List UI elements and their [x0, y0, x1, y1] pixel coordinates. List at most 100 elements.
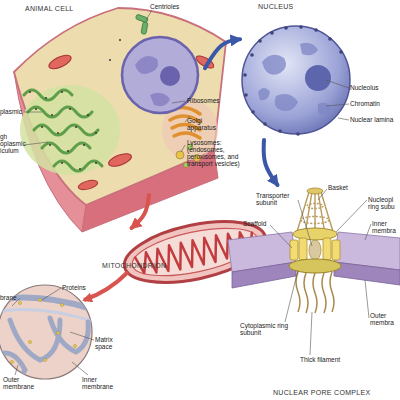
- golgi-apparatus: [174, 133, 200, 138]
- leader-lines: [146, 10, 152, 20]
- leader-lines: [365, 224, 371, 240]
- leader-lines: [42, 288, 61, 300]
- nuclear-pores: [314, 28, 318, 32]
- pore-scaffold: [290, 238, 340, 260]
- leader-lines: [285, 270, 298, 322]
- panel-heading: NUCLEAR PORE COMPLEX: [273, 389, 370, 396]
- small-mitochondria: [77, 179, 98, 192]
- leader-lines: [336, 200, 367, 232]
- nuclear-pores: [284, 26, 288, 30]
- ribosome-dots: [119, 39, 121, 41]
- nucleus-sphere: [242, 26, 350, 134]
- part-label: Nuclear lamina: [350, 116, 400, 123]
- part-label: Chromatin: [350, 100, 400, 107]
- part-label: Outer membrane: [3, 376, 38, 390]
- leader-lines: [181, 145, 185, 152]
- leader-lines: [318, 189, 327, 200]
- leader-lines: [70, 332, 94, 340]
- part-label: Transporter subunit: [256, 192, 301, 206]
- nuclear-envelope: [334, 262, 400, 285]
- nuclear-pores: [339, 50, 343, 54]
- ribosome-dots: [83, 144, 85, 146]
- pore-basket: [301, 217, 329, 224]
- part-label: Proteins: [62, 284, 102, 291]
- ribosome-dots: [49, 144, 51, 146]
- membrane-zoom: [18, 301, 21, 304]
- part-label: Centrioles: [150, 3, 200, 10]
- pore-scaffold: [299, 238, 307, 260]
- nucleus-sphere: [305, 65, 331, 91]
- leader-lines: [15, 365, 18, 375]
- membrane-zoom: [60, 303, 63, 306]
- cytoplasmic-ring: [289, 259, 341, 273]
- panel-heading: ANIMAL CELL: [25, 5, 74, 12]
- centrioles: [141, 22, 148, 35]
- pore-scaffold: [332, 240, 340, 260]
- ribosome-dots: [35, 108, 37, 110]
- lysosomes: [176, 151, 184, 159]
- thick-filaments: [296, 272, 334, 313]
- thick-filaments: [330, 272, 334, 312]
- membrane-zoom: [28, 340, 31, 343]
- leader-lines: [365, 280, 369, 318]
- part-label: Nucleolus: [350, 84, 400, 91]
- nucleus-sphere: [262, 55, 286, 75]
- part-label: Golgi apparatus: [187, 117, 227, 131]
- ribosome-dots: [29, 91, 31, 93]
- ribosome-dots: [109, 59, 111, 61]
- part-label: Nucleopl ring subu: [368, 196, 400, 210]
- part-label: plasmic: [0, 108, 30, 115]
- leader-lines: [12, 10, 371, 375]
- leader-lines: [24, 112, 42, 113]
- part-label: Inner membra: [372, 220, 400, 234]
- thick-filaments: [313, 273, 317, 313]
- cell-illustration: [20, 85, 120, 175]
- nucleus-sphere: [300, 43, 318, 55]
- panel-heading: NUCLEUS: [258, 3, 294, 10]
- panel-heading: MITOCHONDRION: [102, 262, 166, 269]
- part-label: Matrix space: [95, 336, 125, 350]
- cell-nucleus: [150, 93, 170, 106]
- membrane-zoom: [56, 331, 59, 334]
- nuclear-envelope: [232, 262, 296, 288]
- part-label: Lysosomes: (endosomes, peroxisomes, and …: [187, 139, 242, 168]
- leader-lines: [326, 80, 349, 88]
- cell-nucleus: [160, 66, 180, 86]
- membrane-zoom: [0, 310, 95, 322]
- ribosome-dots: [61, 91, 63, 93]
- centrioles: [135, 14, 148, 34]
- illustration-panel: MITOCHONDRION: [100, 228, 275, 288]
- ribosome-dots: [41, 126, 43, 128]
- part-label: brane: [0, 294, 30, 301]
- membrane-zoom: [10, 298, 76, 363]
- nuclear-envelope: [228, 232, 400, 288]
- endoplasmic-reticulum: [54, 161, 102, 171]
- membrane-zoom: [10, 360, 13, 363]
- endoplasmic-reticulum: [24, 90, 72, 100]
- ribosome-dots: [75, 126, 77, 128]
- pore-scaffold: [323, 238, 331, 260]
- magnify-arrow: [132, 195, 150, 228]
- cell-nucleus: [122, 37, 198, 113]
- ribosome-dots: [61, 162, 63, 164]
- endoplasmic-reticulum: [42, 143, 90, 153]
- zoom-arrow: [84, 272, 128, 300]
- thick-filaments: [304, 273, 308, 313]
- cell-illustration: [14, 8, 226, 232]
- membrane-zoom: [43, 358, 46, 361]
- leader-lines: [172, 101, 185, 103]
- nucleus-sphere: [275, 94, 298, 111]
- ribosome-dots: [57, 132, 59, 134]
- nucleus-sphere: [318, 103, 332, 115]
- nuclear-pores: [244, 93, 248, 97]
- leader-lines: [72, 362, 88, 375]
- ribosome-dots: [95, 162, 97, 164]
- small-mitochondria: [47, 52, 73, 71]
- membrane-zoom: [50, 318, 88, 352]
- nuclear-pores: [250, 53, 254, 57]
- leader-lines: [326, 104, 349, 106]
- magnify-arrow: [264, 140, 278, 185]
- nucleus-sphere: [258, 88, 270, 100]
- nuclear-pores: [243, 73, 247, 77]
